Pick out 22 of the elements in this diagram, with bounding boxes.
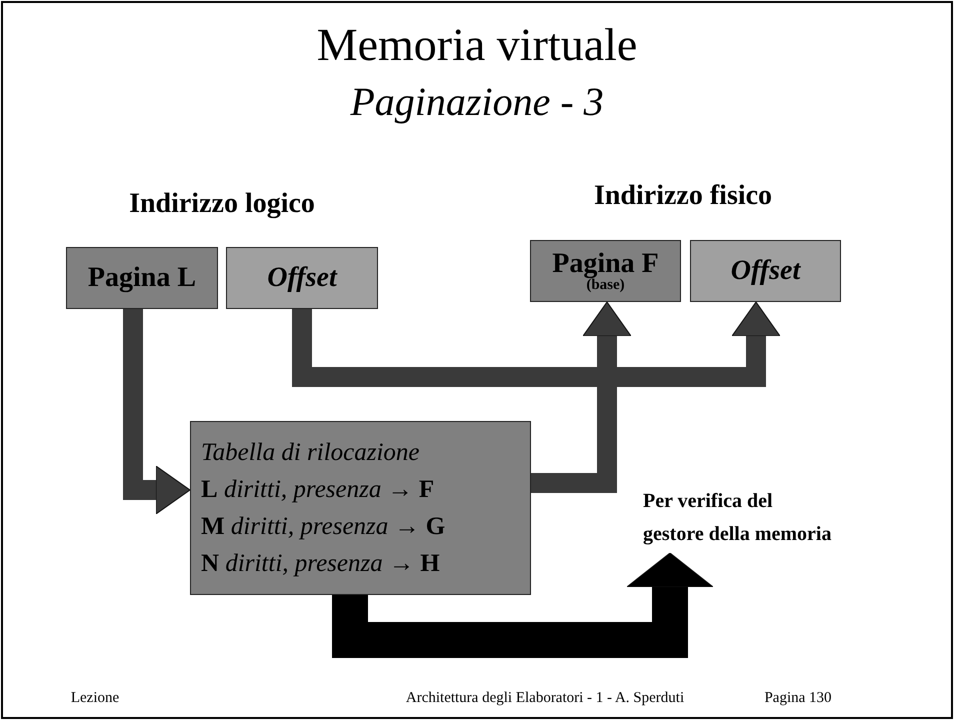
footer-text: Pagina 130 bbox=[764, 690, 832, 707]
table-row-text: L diritti, presenza → F bbox=[201, 475, 434, 505]
table-heading: Tabella di rilocazione bbox=[201, 438, 420, 468]
table-row-text: M diritti, presenza → G bbox=[201, 512, 446, 542]
title: Memoria virtuale bbox=[316, 18, 638, 71]
note-text: Per verifica del gestore della memoria bbox=[643, 489, 832, 547]
offset-label: Offset bbox=[730, 255, 800, 287]
offset-label: Offset bbox=[267, 262, 337, 294]
page-box bbox=[530, 240, 681, 302]
page-sublabel: (base) bbox=[586, 278, 625, 292]
page-label: Pagina L bbox=[88, 262, 196, 294]
footer-text: Architettura degli Elaboratori - 1 - A. Sperduti bbox=[406, 690, 684, 707]
subtitle: Paginazione - 3 bbox=[350, 78, 604, 125]
page-box bbox=[66, 247, 218, 309]
table-row-text: N diritti, presenza → H bbox=[201, 549, 440, 579]
relocation-table-box bbox=[190, 421, 531, 595]
section-heading: Indirizzo fisico bbox=[594, 180, 772, 212]
section-heading: Indirizzo logico bbox=[129, 188, 315, 220]
offset-box bbox=[226, 247, 378, 309]
footer-text: Lezione bbox=[70, 690, 120, 707]
offset-box bbox=[690, 240, 841, 302]
page-label: Pagina F bbox=[552, 250, 659, 278]
